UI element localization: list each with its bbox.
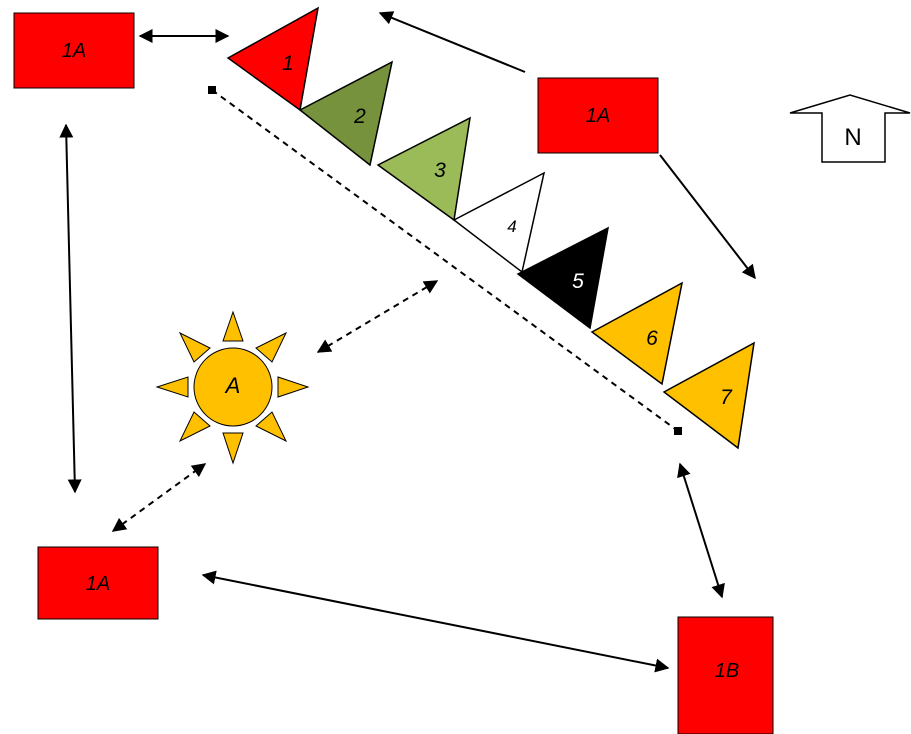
sun: [155, 310, 310, 465]
sun-ray-s: [222, 432, 244, 465]
north-arrow-shape: [789, 94, 911, 163]
guide-endpoint-end: [674, 427, 682, 435]
triangle-4-shape: [452, 171, 546, 274]
guide-endpoint-start: [208, 86, 216, 94]
dashed-guide-line: [211, 89, 679, 432]
box-bottom-right: 1B: [677, 616, 774, 734]
box-bottom-left-shape: [37, 546, 159, 620]
sun-ray-n: [222, 310, 244, 342]
arrow-box-topright-to-southeast: [659, 154, 756, 280]
sun-label: A: [224, 373, 241, 398]
north-indicator: N: [789, 94, 911, 163]
sun-ray-ne: [255, 331, 288, 363]
dashed-arrow-sun-to-box: [111, 463, 207, 532]
arrow-bottom-horizontal: [201, 570, 670, 673]
sun-ray-se: [255, 411, 288, 443]
box-top-right-label: 1A: [586, 105, 610, 127]
sun-ray-w: [155, 376, 189, 398]
sun-ray-sw: [178, 411, 211, 443]
sun-core: [193, 347, 273, 427]
triangle-5-shape: [516, 226, 610, 330]
triangle-6: 6: [590, 281, 684, 386]
arrow-left-vertical: [59, 123, 82, 494]
triangle-1-shape: [226, 6, 320, 112]
triangle-3: 3: [376, 116, 471, 222]
triangle-3-shape: [376, 116, 471, 222]
triangle-4-label: 4: [507, 217, 516, 236]
triangle-6-label: 6: [646, 327, 658, 350]
sun-ray-nw: [178, 331, 211, 363]
arrow-box-topright-to-north: [378, 11, 526, 73]
dashed-arrow-sun-to-row: [316, 280, 439, 353]
box-top-right-shape: [537, 77, 659, 154]
triangle-2-shape: [298, 60, 394, 167]
box-bottom-right-label: 1B: [715, 660, 739, 682]
triangle-5: 5: [516, 226, 610, 330]
triangle-7: 7: [662, 341, 755, 450]
triangle-row: 1 2 3 4 5 6 7: [226, 6, 755, 450]
north-label: N: [844, 124, 861, 151]
connectors: [59, 11, 756, 673]
triangle-7-label: 7: [720, 386, 733, 409]
sun-ray-e: [277, 376, 310, 398]
box-bottom-right-shape: [677, 616, 774, 734]
triangle-6-shape: [590, 281, 684, 386]
box-top-right: 1A: [537, 77, 659, 154]
box-top-left: 1A: [13, 12, 135, 89]
triangle-1: 1: [226, 6, 320, 112]
triangle-2-label: 2: [353, 105, 366, 128]
triangle-1-label: 1: [282, 52, 294, 75]
triangle-5-label: 5: [572, 270, 584, 293]
box-top-left-shape: [13, 12, 135, 89]
arrow-right-vertical: [677, 462, 725, 599]
box-top-left-label: 1A: [62, 40, 86, 62]
triangle-3-label: 3: [434, 159, 446, 182]
triangle-4: 4: [452, 171, 546, 274]
box-bottom-left-label: 1A: [86, 573, 110, 595]
triangle-7-shape: [662, 341, 755, 450]
triangle-2: 2: [298, 60, 394, 167]
box-bottom-left: 1A: [37, 546, 159, 620]
